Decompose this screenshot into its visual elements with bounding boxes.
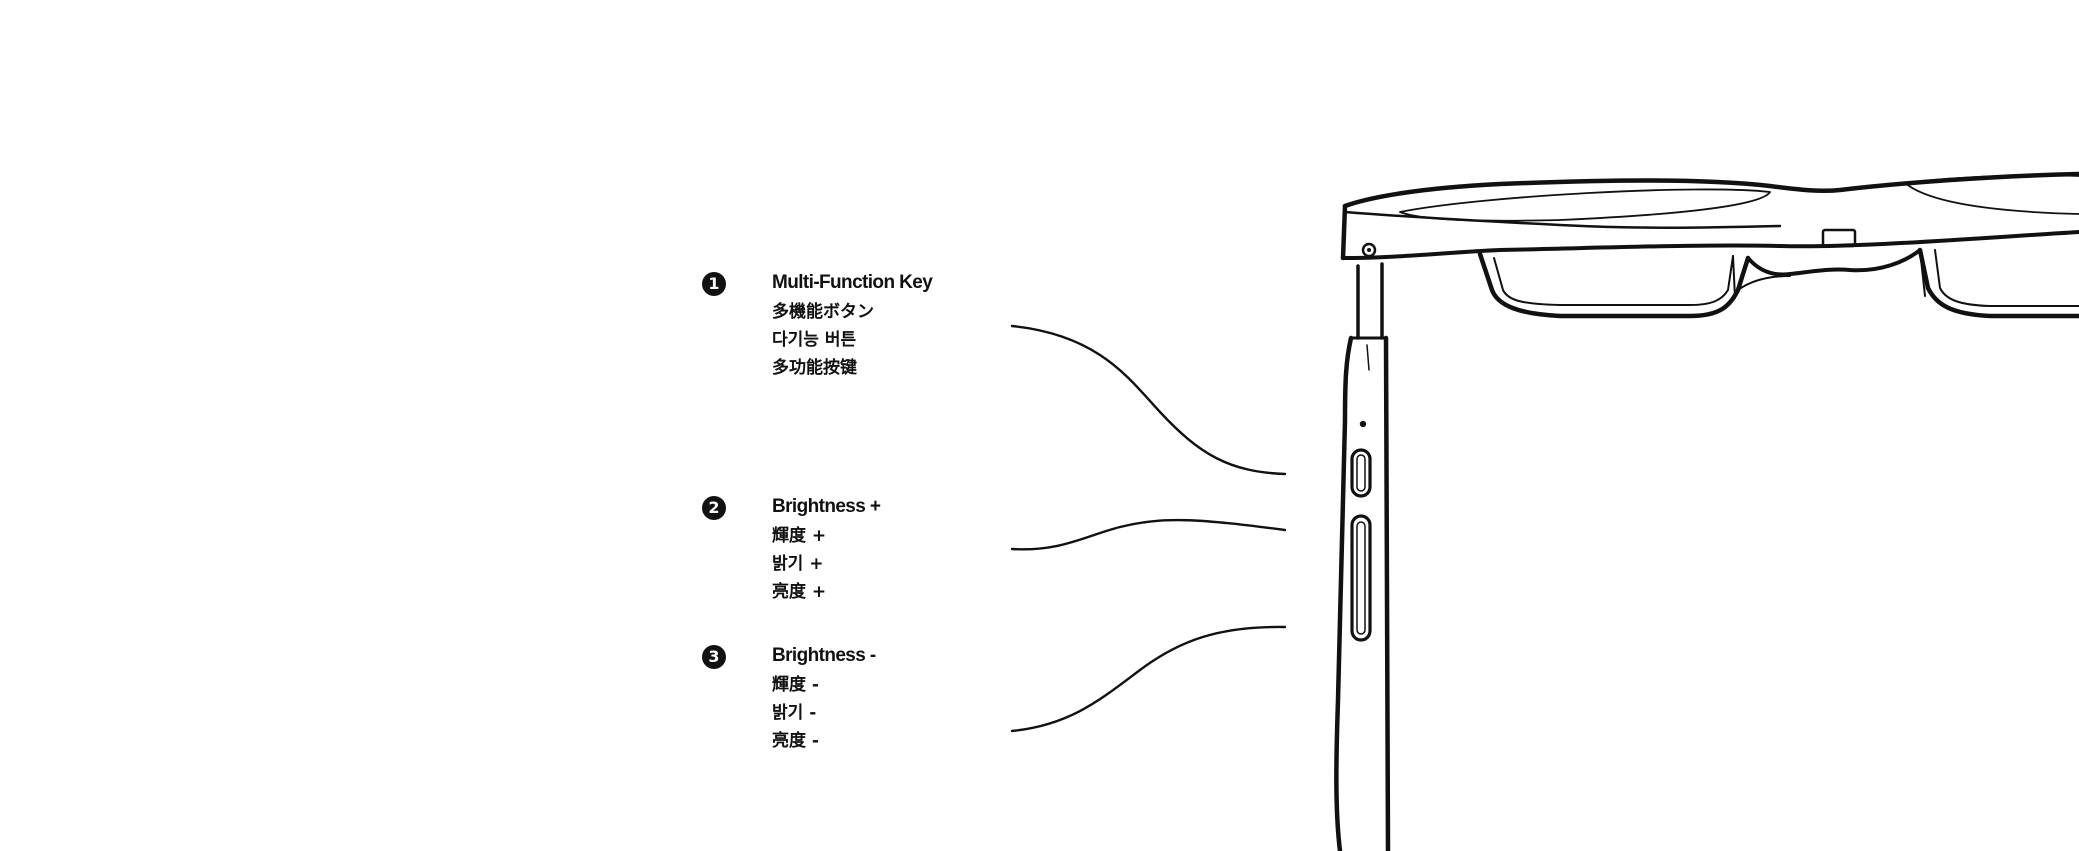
label-korean: 밝기 - [772, 703, 817, 723]
glasses-frame [1340, 171, 2079, 261]
brightness-rocker-button [1350, 514, 1372, 642]
number-badge: 2 [702, 496, 726, 520]
label-korean: 다기능 버튼 [772, 330, 857, 350]
label-group: Multi-Function Key 多機能ボタン 다기능 버튼 多功能按键 [772, 271, 1012, 384]
number-badge: 3 [702, 645, 726, 669]
lens-housing-right [1917, 247, 2079, 319]
label-korean: 밝기 + [772, 554, 824, 574]
label-chinese-simplified: 多功能按键 [772, 358, 857, 378]
leader-line-brightness-minus [1010, 625, 1287, 733]
label-chinese-traditional: 輝度 + [772, 526, 827, 546]
label-chinese-simplified: 亮度 + [772, 582, 827, 602]
bridge [1737, 248, 1922, 291]
lens-housing-left [1477, 251, 1751, 319]
number-badge: 1 [702, 272, 726, 296]
label-english: Multi-Function Key [772, 272, 933, 293]
label-japanese: 多機能ボタン [772, 302, 874, 322]
label-english: Brightness - [772, 645, 876, 666]
label-english: Brightness + [772, 496, 881, 517]
multi-function-key-button [1350, 448, 1372, 498]
indicator-dot [1359, 420, 1367, 428]
label-chinese-simplified: 亮度 - [772, 731, 819, 751]
label-group: Brightness + 輝度 + 밝기 + 亮度 + [772, 495, 1012, 608]
leader-line-brightness-plus [1010, 518, 1287, 551]
leader-line-multi-function-key [1010, 324, 1287, 476]
label-group: Brightness - 輝度 - 밝기 - 亮度 - [772, 644, 1012, 757]
label-chinese-traditional: 輝度 - [772, 675, 819, 695]
temple-arm [1334, 262, 1391, 851]
